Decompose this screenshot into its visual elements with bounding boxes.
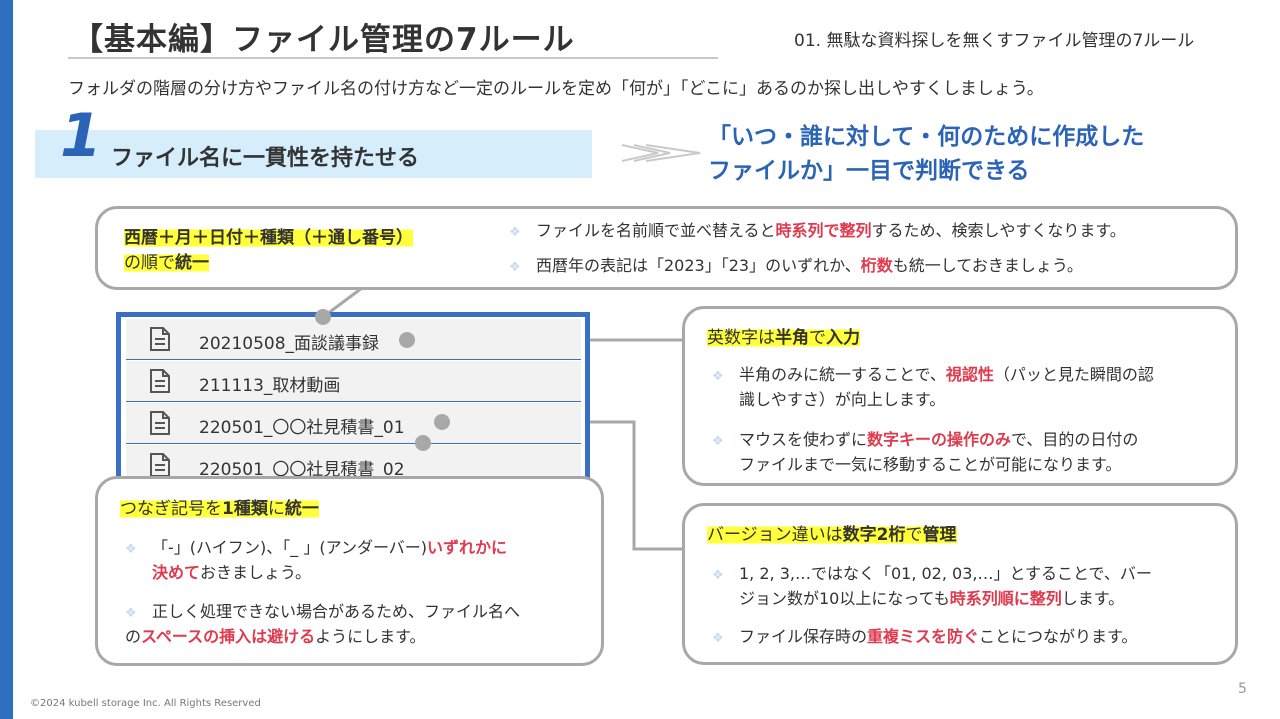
separator-head-d: 統一 (284, 499, 319, 519)
halfwidth-b2-line2: ファイルまで一気に移動することが可能になります。 (739, 455, 1122, 474)
halfwidth-b1-line2: 識しやすさ）が向上します。 (739, 390, 946, 409)
naming-b1-c: するため、検索しやすくなります。 (871, 221, 1126, 240)
halfwidth-b2-a: マウスを使わずに (739, 430, 868, 449)
callout-halfwidth: 英数字は半角で入力 ❖ 半角のみに統一することで、視認性（パッと見た瞬間の認識し… (682, 306, 1238, 486)
dot-separator (415, 435, 431, 451)
halfwidth-head-d: 入力 (826, 328, 860, 348)
diamond-bullet-icon: ❖ (125, 606, 137, 621)
halfwidth-b1-red: 視認性 (945, 365, 994, 384)
version-b1-red: 時系列順に整列 (949, 589, 1062, 608)
version-bullet-2: ❖ ファイル保存時の重複ミスを防ぐことにつながります。 (712, 624, 1227, 649)
version-b1-a: ジョン数が10以上になっても (739, 589, 950, 608)
page-title: 【基本編】ファイル管理の7ルール (72, 22, 575, 58)
naming-b1-red: 時系列で整列 (775, 221, 872, 240)
page-number: 5 (1238, 681, 1247, 697)
separator-heading: つなぎ記号を1種類に統一 (120, 494, 319, 519)
document-icon (150, 453, 170, 477)
section-label: 01. 無駄な資料探しを無くすファイル管理の7ルール (794, 31, 1195, 51)
separator-bullet-2: ❖ 正しく処理できない場合があるため、ファイル名へのスペースの挿入は避けるように… (125, 599, 597, 649)
diamond-bullet-icon: ❖ (712, 568, 724, 583)
separator-bullet-1: ❖ 「-」(ハイフン)、「_ 」(アンダーバー)いずれかに決めておきましょう。 (125, 535, 597, 585)
diamond-bullet-icon: ❖ (125, 542, 137, 557)
callout-separator: つなぎ記号を1種類に統一 ❖ 「-」(ハイフン)、「_ 」(アンダーバー)いずれ… (95, 476, 604, 666)
diamond-bullet-icon: ❖ (712, 434, 724, 449)
separator-b2-c: ようにします。 (315, 627, 426, 646)
version-b2-a: ファイル保存時の (739, 627, 868, 646)
rule-number: 1 (60, 101, 102, 171)
halfwidth-b2-c: で、目的の日付の (1011, 430, 1139, 449)
halfwidth-b1-a: 半角のみに統一することで、 (739, 365, 946, 384)
halfwidth-head-b: 半角 (775, 328, 809, 348)
separator-b2-a: の (125, 627, 142, 646)
file-row: 20210508_面談議事録 (126, 319, 581, 360)
diamond-bullet-icon: ❖ (712, 369, 724, 384)
naming-b2-c: も統一しておきましょう。 (892, 256, 1083, 275)
version-head-a: バージョン違いは (707, 525, 843, 545)
naming-b2-red: 桁数 (860, 256, 893, 275)
version-head-d: 管理 (922, 525, 957, 545)
separator-b2-red: スペースの挿入は避ける (141, 627, 316, 646)
naming-bullet-2: ❖ 西暦年の表記は「2023」「23」のいずれか、桁数も統一しておきましょう。 (509, 253, 1229, 278)
dot-halfwidth (399, 332, 415, 348)
version-head-b: 数字2桁 (842, 525, 906, 545)
halfwidth-head-a: 英数字は (707, 328, 775, 348)
document-icon (150, 369, 170, 393)
separator-b1-a: 「-」(ハイフン)、「_ 」(アンダーバー) (152, 538, 428, 557)
diamond-bullet-icon: ❖ (509, 260, 521, 275)
title-underline (68, 57, 718, 59)
callout-naming-order: 西暦＋月＋日付＋種類（＋通し番号） の順で統一 ❖ ファイルを名前順で並べ替える… (95, 206, 1238, 290)
halfwidth-bullet-2: ❖ マウスを使わずに数字キーの操作のみで、目的の日付のファイルまで一気に移動する… (712, 427, 1227, 477)
file-row: 220501_〇〇社見積書_01 (126, 403, 581, 444)
halfwidth-bullet-1: ❖ 半角のみに統一することで、視認性（パッと見た瞬間の認識しやすさ）が向上します… (712, 362, 1227, 412)
double-chevron-arrow-icon (621, 144, 701, 162)
separator-head-b: 1種類 (222, 499, 268, 519)
version-head-c: で (905, 525, 923, 545)
intro-text: フォルダの階層の分け方やファイル名の付け方など一定のルールを定め「何が」「どこに… (68, 79, 1044, 99)
conclusion-line1: 「いつ・誰に対して・何のために作成した (708, 124, 1145, 150)
halfwidth-b2-red: 数字キーの操作のみ (867, 430, 1012, 449)
diamond-bullet-icon: ❖ (509, 225, 521, 240)
callout-version: バージョン違いは数字2桁で管理 ❖ 1, 2, 3,…ではなく「01, 02, … (682, 503, 1238, 665)
naming-heading-line2a: の順で (124, 253, 175, 273)
naming-b2-a: 西暦年の表記は「2023」「23」のいずれか、 (536, 256, 861, 275)
version-b2-c: ことにつながります。 (979, 627, 1138, 646)
document-icon (150, 411, 170, 435)
separator-b1-c: おきましょう。 (200, 563, 312, 582)
file-row: 211113_取材動画 (126, 361, 581, 402)
halfwidth-heading: 英数字は半角で入力 (707, 323, 860, 348)
document-icon (150, 327, 170, 351)
left-accent-bar (0, 0, 13, 719)
separator-head-a: つなぎ記号を (120, 499, 222, 519)
version-b2-red: 重複ミスを防ぐ (867, 627, 980, 646)
dot-naming (315, 309, 331, 325)
halfwidth-b1-c: （パッと見た瞬間の認 (993, 365, 1154, 384)
naming-heading-line2b: 統一 (175, 253, 209, 273)
naming-heading-line1: 西暦＋月＋日付＋種類（＋通し番号） (124, 228, 413, 248)
version-b1-c: します。 (1061, 589, 1125, 608)
rule-text: ファイル名に一貫性を持たせる (111, 146, 420, 171)
naming-order-heading: 西暦＋月＋日付＋種類（＋通し番号） の順で統一 (124, 226, 413, 276)
naming-b1-a: ファイルを名前順で並べ替えると (536, 221, 776, 240)
separator-b1-red: いずれかに (427, 538, 508, 557)
separator-head-c: に (267, 499, 285, 519)
version-bullet-1: ❖ 1, 2, 3,…ではなく「01, 02, 03,…」とすることで、バージョ… (712, 561, 1227, 611)
version-heading: バージョン違いは数字2桁で管理 (707, 520, 957, 545)
naming-bullet-1: ❖ ファイルを名前順で並べ替えると時系列で整列するため、検索しやすくなります。 (509, 218, 1229, 243)
rule-banner (35, 130, 592, 178)
copyright-footer: ©2024 kubell storage Inc. All Rights Res… (30, 698, 261, 709)
separator-b2-line1: 正しく処理できない場合があるため、ファイル名へ (152, 602, 521, 621)
file-name: 220501_〇〇社見積書_02 (199, 460, 405, 480)
dot-version (434, 414, 450, 430)
rule-conclusion: 「いつ・誰に対して・何のために作成した ファイルか」一目で判断できる (708, 120, 1144, 188)
file-name: 211113_取材動画 (199, 376, 341, 396)
halfwidth-head-c: で (809, 328, 826, 348)
file-name: 20210508_面談議事録 (199, 334, 380, 354)
file-name: 220501_〇〇社見積書_01 (199, 418, 405, 438)
separator-b1-red2: 決めて (152, 563, 201, 582)
version-b1-line1: 1, 2, 3,…ではなく「01, 02, 03,…」とすることで、バー (739, 564, 1152, 583)
diamond-bullet-icon: ❖ (712, 631, 724, 646)
conclusion-line2: ファイルか」一目で判断できる (708, 158, 1030, 184)
